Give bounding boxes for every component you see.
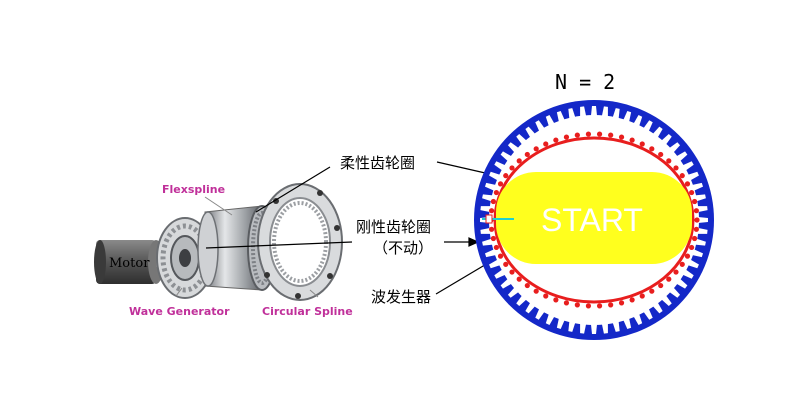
wave-generator-label: Wave Generator bbox=[129, 305, 230, 318]
gear-schematic: N = 2 START bbox=[474, 70, 714, 340]
callouts: 柔性齿轮圈 刚性齿轮圈 （不动） 波发生器 bbox=[205, 154, 515, 306]
wave-generator-cn-label: 波发生器 bbox=[371, 288, 431, 306]
ratio-label: N = 2 bbox=[555, 70, 615, 94]
motor-label: Motor bbox=[109, 256, 150, 271]
marker bbox=[482, 214, 514, 224]
exploded-view: Motor bbox=[94, 183, 353, 318]
circular-spline-part bbox=[257, 183, 343, 301]
circular-spline-label: Circular Spline bbox=[262, 305, 353, 318]
circular-spline-cn-note: （不动） bbox=[373, 239, 433, 257]
circular-spline-cn-label: 刚性齿轮圈 bbox=[356, 218, 431, 236]
start-label: START bbox=[541, 202, 643, 238]
wave-generator-button[interactable]: START bbox=[496, 172, 692, 264]
wave-generator-part bbox=[156, 217, 214, 299]
flexspline-label: Flexspline bbox=[162, 183, 225, 196]
flexspline-cn-label: 柔性齿轮圈 bbox=[340, 154, 415, 172]
